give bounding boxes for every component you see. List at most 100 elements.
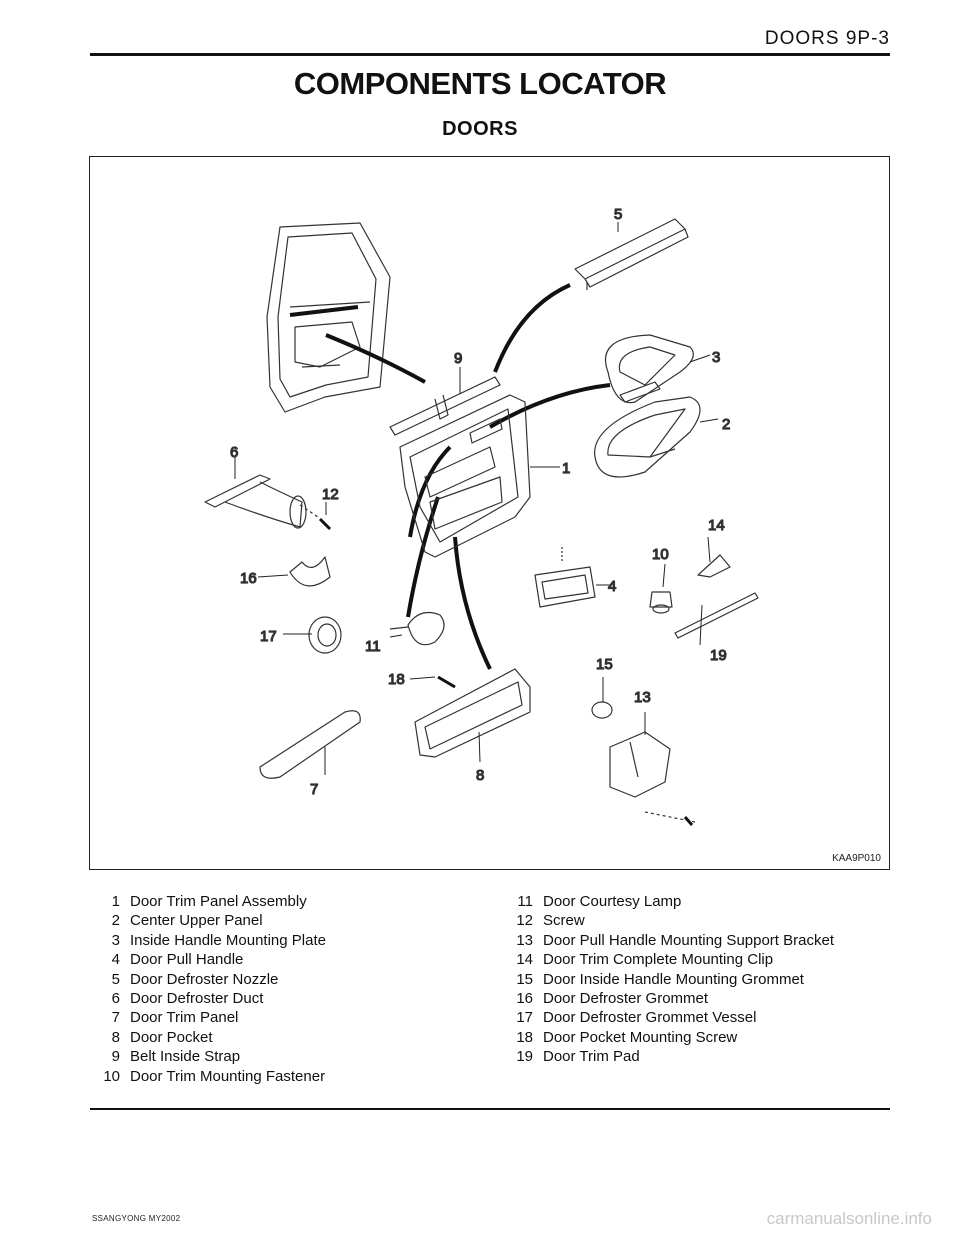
callout-15: 15 [596, 656, 613, 673]
legend-item: 9 Belt Inside Strap [92, 1047, 492, 1066]
legend-number: 14 [516, 951, 533, 969]
legend-item: 10 Door Trim Mounting Fastener [92, 1067, 492, 1086]
courtesy-lamp-drawing [389, 612, 445, 646]
footer-watermark: carmanualsonline.info [766, 1209, 932, 1228]
callout-3: 3 [712, 349, 720, 366]
assembly-guide-lines [289, 283, 611, 670]
legend-item: 11 Door Courtesy Lamp [505, 892, 885, 911]
legend-number: 12 [516, 912, 533, 930]
pocket-mounting-screw-drawing [437, 675, 456, 689]
legend-number: 7 [111, 1009, 120, 1027]
legend-number: 5 [111, 970, 120, 988]
door-pull-handle-drawing [534, 547, 596, 608]
legend-number: 4 [111, 951, 120, 969]
callout-5: 5 [614, 206, 622, 223]
exploded-diagram-drawing: 1 2 3 4 5 6 7 8 9 10 11 12 13 14 15 16 1… [204, 205, 759, 826]
header-rule [90, 53, 890, 56]
page-subtitle: DOORS [442, 118, 518, 140]
legend-label: Door Trim Panel [130, 1009, 239, 1027]
legend-item: 15 Door Inside Handle Mounting Grommet [505, 970, 885, 989]
defroster-nozzle-drawing [574, 218, 689, 290]
legend-label: Belt Inside Strap [130, 1048, 241, 1066]
callout-18: 18 [388, 671, 405, 688]
legend-item: 5 Door Defroster Nozzle [92, 970, 492, 989]
legend-number: 6 [111, 989, 120, 1007]
legend-number: 15 [516, 970, 533, 988]
trim-mounting-fastener-drawing [649, 591, 673, 614]
legend-item: 3 Inside Handle Mounting Plate [92, 931, 492, 950]
handle-mounting-plate-drawing [604, 334, 694, 404]
callout-9: 9 [454, 350, 462, 367]
legend-number: 9 [111, 1048, 120, 1066]
legend-item: 19 Door Trim Pad [505, 1047, 885, 1066]
exploded-diagram-figure: 1 2 3 4 5 6 7 8 9 10 11 12 13 14 15 16 1… [89, 156, 890, 870]
legend-number: 16 [516, 989, 533, 1007]
legend-label: Door Trim Mounting Fastener [130, 1067, 326, 1085]
screw-drawing [299, 504, 332, 531]
door-pocket-drawing [414, 668, 531, 758]
page-header-section: DOORS 9P-3 [764, 28, 890, 49]
legend-item: 6 Door Defroster Duct [92, 989, 492, 1008]
legend-number: 8 [111, 1028, 120, 1046]
handle-mounting-grommet-drawing [591, 701, 613, 719]
door-shell-drawing [266, 222, 391, 413]
door-trim-pad-drawing [674, 592, 759, 639]
callout-13: 13 [634, 689, 651, 706]
legend-label: Door Courtesy Lamp [543, 893, 682, 910]
figure-code: KAA9P010 [832, 853, 881, 864]
legend-item: 14 Door Trim Complete Mounting Clip [505, 950, 885, 969]
legend-number: 17 [516, 1009, 533, 1027]
trim-mounting-clip-drawing [697, 554, 731, 578]
callout-8: 8 [476, 767, 484, 784]
callout-4: 4 [608, 578, 616, 595]
callout-10: 10 [652, 546, 669, 563]
legend-label: Door Defroster Nozzle [130, 970, 279, 988]
legend-label: Door Defroster Grommet Vessel [543, 1009, 757, 1027]
legend-item: 7 Door Trim Panel [92, 1008, 492, 1027]
legend-label: Door Defroster Duct [130, 989, 264, 1007]
legend-item: 13 Door Pull Handle Mounting Support Brac… [505, 931, 885, 950]
footer-model-label: SSANGYONG MY2002 [92, 1214, 181, 1223]
legend-number: 3 [111, 931, 120, 949]
callout-12: 12 [322, 486, 339, 503]
legend-item: 17 Door Defroster Grommet Vessel [505, 1008, 885, 1027]
trim-panel-assembly-drawing [399, 394, 531, 558]
legend-label: Inside Handle Mounting Plate [130, 931, 326, 949]
legend-number: 13 [516, 931, 533, 949]
legend-label: Screw [543, 912, 585, 930]
legend-number: 19 [516, 1048, 533, 1066]
callout-leader-lines [234, 222, 719, 775]
callout-14: 14 [708, 517, 725, 534]
legend-number: 11 [517, 893, 533, 910]
defroster-duct-drawing [204, 474, 307, 529]
callout-2: 2 [722, 416, 730, 433]
callout-11: 11 [365, 638, 381, 655]
parts-legend-right: 11 Door Courtesy Lamp 12 Screw 13 Door Pull… [505, 892, 885, 1067]
legend-label: Door Trim Complete Mounting Clip [543, 951, 774, 969]
legend-number: 18 [516, 1028, 533, 1046]
callout-16: 16 [240, 570, 257, 587]
page-title: COMPONENTS LOCATOR [293, 66, 667, 101]
legend-label: Door Pull Handle Mounting Support Bracke… [543, 931, 834, 949]
door-trim-panel-drawing [259, 710, 361, 779]
defroster-grommet-drawing [289, 556, 331, 587]
support-bracket-drawing [609, 731, 696, 826]
legend-label: Door Trim Pad [543, 1048, 640, 1066]
defroster-grommet-vessel-drawing [308, 616, 342, 654]
legend-item: 1 Door Trim Panel Assembly [92, 892, 492, 911]
center-upper-panel-drawing [594, 396, 701, 478]
callout-17: 17 [260, 628, 277, 645]
legend-number: 10 [103, 1067, 120, 1085]
callout-6: 6 [230, 444, 238, 461]
legend-item: 12 Screw [505, 911, 885, 930]
callout-1: 1 [562, 460, 570, 477]
legend-number: 1 [111, 893, 120, 910]
legend-label: Door Trim Panel Assembly [130, 893, 307, 910]
legend-label: Door Inside Handle Mounting Grommet [543, 970, 804, 988]
